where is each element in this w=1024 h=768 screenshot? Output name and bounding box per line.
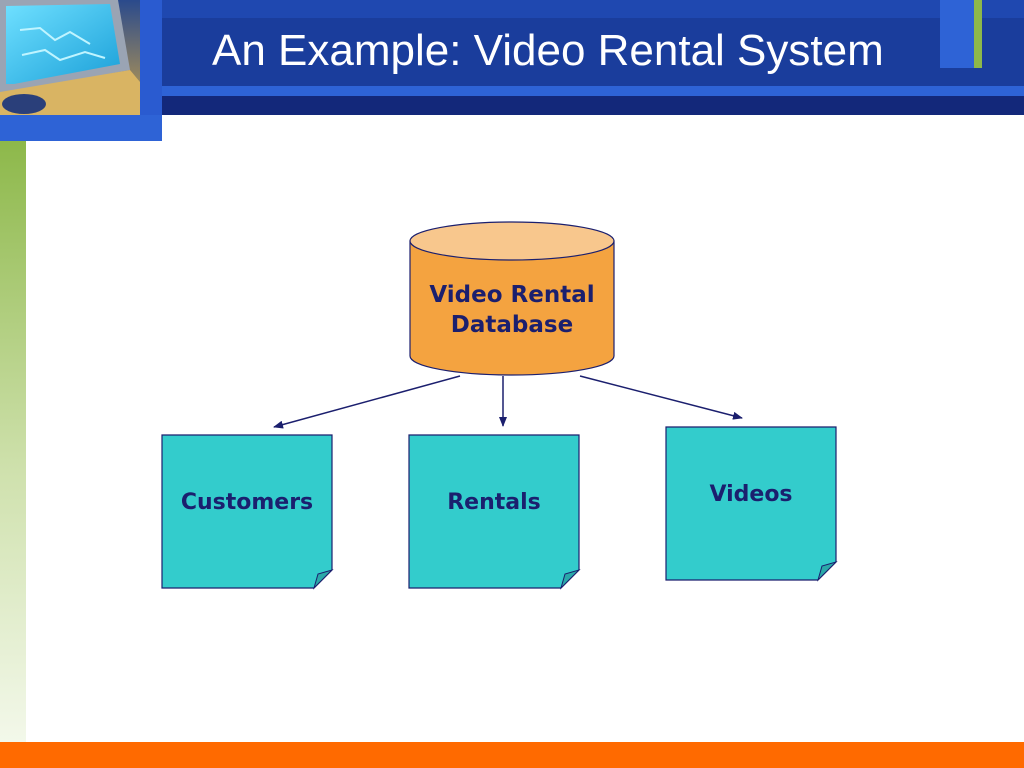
corner-underbar xyxy=(0,115,162,141)
monitor-icon xyxy=(0,0,140,115)
database-cylinder xyxy=(409,221,615,376)
arrow-to-customers xyxy=(273,375,461,429)
rentals-note-shape xyxy=(408,434,581,590)
left-gradient-strip xyxy=(0,141,26,742)
videos-label: Videos xyxy=(709,482,793,507)
customers-label: Customers xyxy=(180,490,314,515)
header-stripe-top xyxy=(162,0,1024,18)
database-label-line1: Video Rental xyxy=(429,282,595,308)
header-green-tick xyxy=(974,0,982,68)
customers-note-shape xyxy=(161,434,334,590)
videos-note-shape xyxy=(665,426,838,582)
header-dark-bar xyxy=(0,96,1024,115)
bottom-orange-bar xyxy=(0,742,1024,768)
corner-frame xyxy=(140,0,162,115)
corner-monitor-image xyxy=(0,0,140,115)
header-stripe-bottom xyxy=(162,86,1024,96)
database-label-line2: Database xyxy=(450,312,574,338)
rentals-label: Rentals xyxy=(447,490,541,515)
database-label: Video Rental Database xyxy=(412,280,612,340)
slide-title: An Example: Video Rental System xyxy=(212,26,884,75)
arrow-to-videos xyxy=(579,375,743,420)
header-light-tick xyxy=(940,0,974,68)
